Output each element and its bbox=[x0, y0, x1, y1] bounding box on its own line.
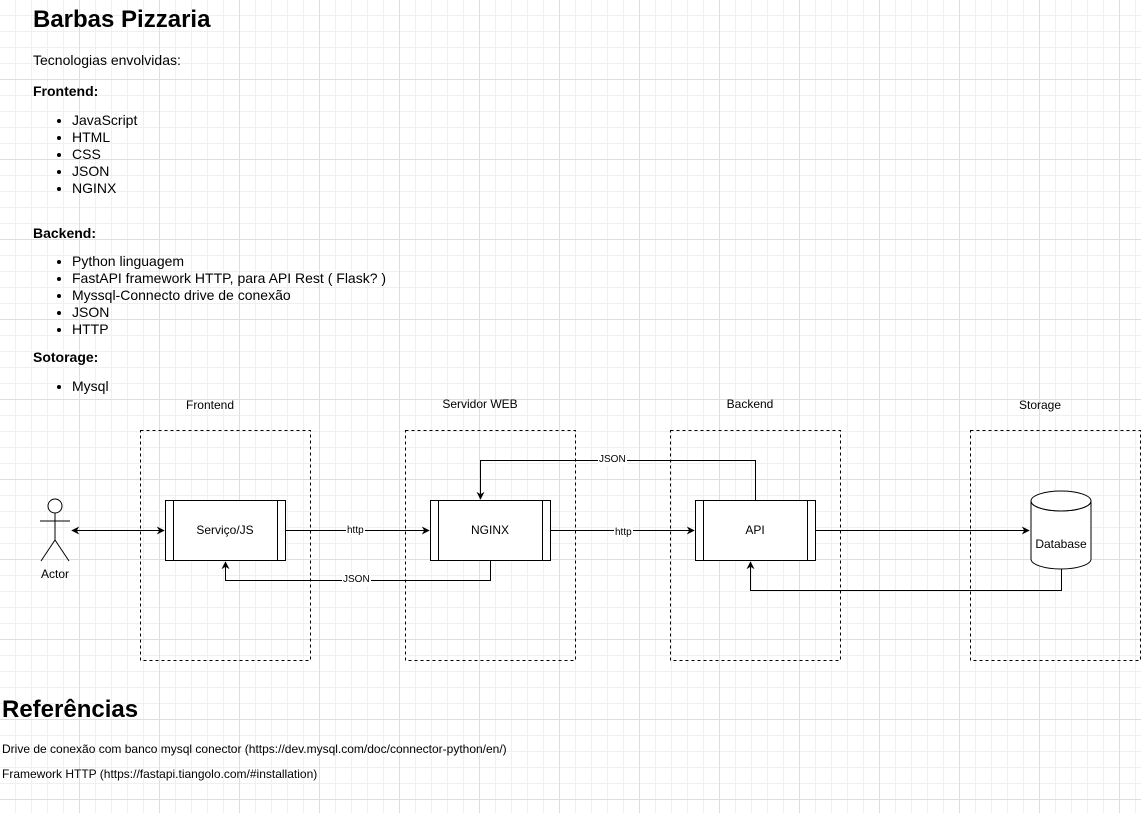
edge-label-http-1: http bbox=[346, 525, 365, 537]
actor-figure bbox=[40, 498, 70, 562]
list-item: JSON bbox=[72, 304, 386, 321]
column-label-backend: Backend bbox=[726, 397, 774, 411]
list-item: HTTP bbox=[72, 321, 386, 338]
storage-heading: Sotorage: bbox=[33, 349, 99, 365]
list-item: FastAPI framework HTTP, para API Rest ( … bbox=[72, 270, 386, 287]
actor-label: Actor bbox=[40, 567, 69, 581]
column-label-storage: Storage bbox=[1018, 398, 1062, 412]
list-item: JavaScript bbox=[72, 112, 137, 129]
list-item: Myssql-Connecto drive de conexão bbox=[72, 287, 386, 304]
webserver-container bbox=[405, 430, 576, 661]
frontend-container bbox=[140, 430, 311, 661]
api-label: API bbox=[745, 523, 765, 537]
list-item: Mysql bbox=[72, 378, 109, 395]
list-item: Python linguagem bbox=[72, 253, 386, 270]
reference-line-fastapi: Framework HTTP (https://fastapi.tiangolo… bbox=[2, 767, 318, 781]
list-item: JSON bbox=[72, 163, 137, 180]
edge-label-json-2: JSON bbox=[598, 454, 627, 466]
backend-list: Python linguagem FastAPI framework HTTP,… bbox=[33, 253, 386, 338]
references-title: Referências bbox=[2, 696, 139, 723]
reference-line-mysql: Drive de conexão com banco mysql conecto… bbox=[2, 742, 507, 756]
list-item: HTML bbox=[72, 129, 137, 146]
edge-label-json-1: JSON bbox=[342, 574, 371, 586]
column-label-frontend: Frontend bbox=[185, 398, 235, 412]
api-box bbox=[695, 500, 816, 561]
database-cylinder bbox=[1030, 490, 1092, 570]
intro-text: Tecnologias envolvidas: bbox=[33, 52, 181, 68]
backend-container bbox=[670, 430, 841, 661]
list-item: NGINX bbox=[72, 180, 137, 197]
nginx-label: NGINX bbox=[470, 523, 509, 537]
column-label-webserver: Servidor WEB bbox=[442, 397, 518, 411]
api-to-nginx-connector bbox=[476, 460, 756, 500]
nginx-box bbox=[430, 500, 551, 561]
frontend-list: JavaScript HTML CSS JSON NGINX bbox=[33, 112, 137, 197]
frontend-heading: Frontend: bbox=[33, 83, 99, 99]
list-item: CSS bbox=[72, 146, 137, 163]
servico-js-box bbox=[165, 500, 286, 561]
page-title: Barbas Pizzaria bbox=[33, 6, 211, 33]
edge-label-http-2: http bbox=[614, 527, 633, 539]
database-to-api-connector bbox=[746, 561, 1062, 591]
backend-heading: Backend: bbox=[33, 225, 97, 241]
storage-list: Mysql bbox=[33, 378, 109, 395]
servico-js-label: Serviço/JS bbox=[196, 523, 254, 537]
database-label: Database bbox=[1035, 537, 1087, 551]
